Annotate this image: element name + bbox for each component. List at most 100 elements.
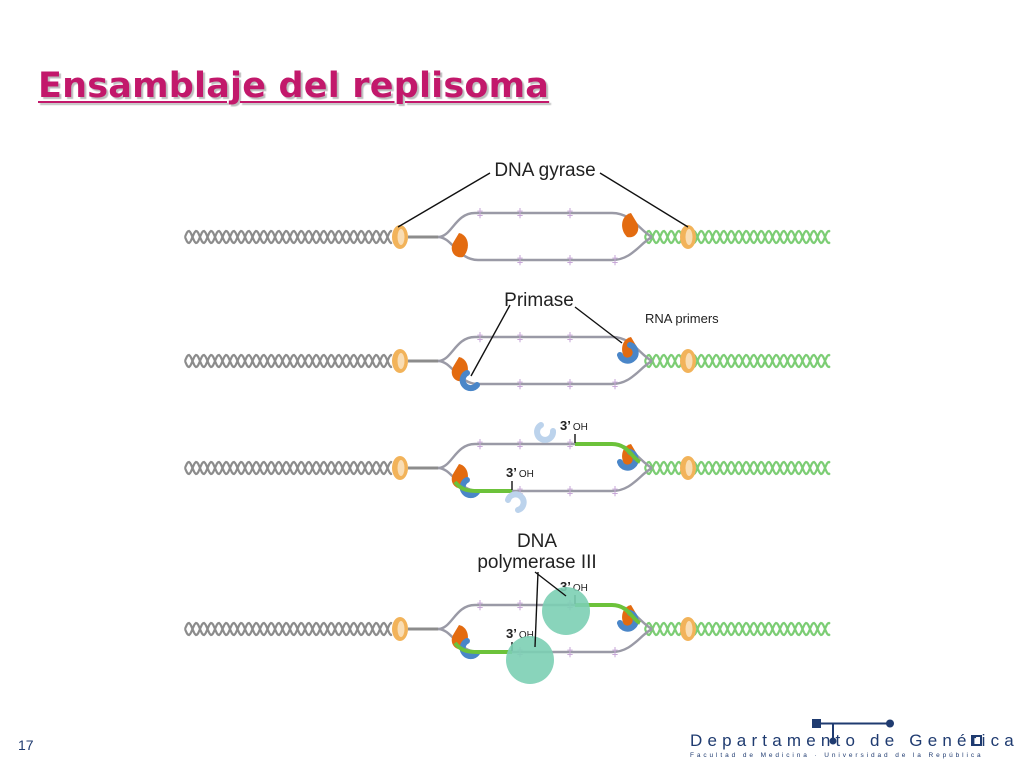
- helix-strand: [643, 353, 831, 369]
- primase-enzyme: [617, 342, 639, 364]
- primase-enzyme: [459, 477, 480, 499]
- gyrase-pointer-left: [397, 172, 491, 228]
- parental-dna-left: [183, 229, 393, 245]
- three-prime-oh-label: 3’OH: [506, 465, 534, 480]
- rna-primer-leading: [575, 603, 642, 625]
- replication-fork-row-1: ‡ ‡ ‡ ‡ ‡ ‡: [183, 206, 831, 267]
- department-logo: Departamento de Genética Facultad de Med…: [690, 712, 1014, 762]
- helix-strand: [643, 460, 831, 476]
- strand-marker: ‡: [612, 377, 618, 391]
- strand-marker: ‡: [517, 598, 523, 612]
- parental-dna-right: [643, 229, 831, 245]
- template-strand-top: [437, 442, 653, 470]
- dna-gyrase-core: [685, 621, 693, 637]
- helix-strand: [643, 229, 831, 245]
- strand-marker: ‡: [612, 484, 618, 498]
- dna-gyrase-core: [685, 353, 693, 369]
- released-primase: [505, 491, 527, 513]
- replication-fork-row-3: ‡‡‡‡‡‡3’OH3’OH: [183, 418, 831, 513]
- strand-marker: ‡: [567, 484, 573, 498]
- strand-marker: ‡: [517, 206, 523, 220]
- helix-strand: [643, 353, 831, 369]
- rna-primer-lagging: [453, 641, 512, 654]
- template-strand-top: [437, 335, 653, 363]
- three-prime: 3’: [506, 465, 517, 480]
- slide-title: Ensamblaje del replisoma: [38, 66, 550, 106]
- helix-strand: [183, 460, 393, 476]
- helix-strand: [643, 229, 831, 245]
- helix-strand: [183, 229, 393, 245]
- strand-marker: ‡: [612, 253, 618, 267]
- oh-group: OH: [519, 469, 534, 480]
- oh-group: OH: [519, 630, 534, 641]
- three-prime-oh-label: 3’OH: [506, 626, 534, 641]
- dna-gyrase-core: [685, 460, 693, 476]
- three-prime: 3’: [506, 626, 517, 641]
- polymerase-pointer-bottom: [534, 571, 539, 648]
- dna-gyrase-core: [397, 621, 405, 637]
- page-number: 17: [18, 737, 34, 753]
- template-strand-top: [437, 211, 653, 239]
- parental-dna-left: [183, 460, 393, 476]
- gyrase-pointer-right: [599, 172, 689, 228]
- template-strand-bottom: [437, 359, 653, 386]
- helix-strand: [183, 621, 393, 637]
- parental-dna-left: [183, 353, 393, 369]
- replication-fork-row-2: ‡ ‡ ‡ ‡ ‡ ‡: [183, 330, 831, 392]
- strand-marker: ‡: [517, 253, 523, 267]
- strand-marker: ‡: [567, 330, 573, 344]
- strand-marker: ‡: [517, 437, 523, 451]
- strand-marker: ‡: [477, 206, 483, 220]
- three-prime: 3’: [560, 418, 571, 433]
- primase-enzyme: [459, 638, 480, 660]
- parental-dna-right: [643, 460, 831, 476]
- dna-polymerase-iii: [506, 636, 554, 684]
- strand-marker: ‡: [567, 253, 573, 267]
- polymerase-pointer-top: [534, 571, 567, 597]
- rna-primers-label: RNA primers: [645, 311, 719, 326]
- three-prime-oh-label: 3’OH: [560, 579, 588, 594]
- rna-primer-lagging: [453, 480, 512, 493]
- logo-graphic: [812, 719, 982, 746]
- helix-strand: [643, 621, 831, 637]
- template-strand-bottom: [437, 235, 653, 262]
- three-prime-oh-label: 3’OH: [560, 418, 588, 433]
- dna-polymerase-label-line1: DNA: [517, 531, 557, 552]
- oh-group: OH: [573, 422, 588, 433]
- strand-marker: ‡: [567, 206, 573, 220]
- parental-dna-right: [643, 621, 831, 637]
- oh-group: OH: [573, 583, 588, 594]
- helix-strand: [183, 353, 393, 369]
- strand-marker: ‡: [567, 377, 573, 391]
- primase-pointer-left: [470, 304, 511, 377]
- helix-strand: [643, 621, 831, 637]
- rna-primer-leading: [575, 442, 642, 464]
- parental-dna-right: [643, 353, 831, 369]
- three-prime: 3’: [560, 579, 571, 594]
- strand-marker: ‡: [567, 437, 573, 451]
- primase-enzyme: [459, 370, 480, 392]
- replication-fork-row-4: ‡‡‡‡‡‡3’OH3’OH: [183, 579, 831, 684]
- released-primase: [534, 422, 557, 443]
- faculty-name: Facultad de Medicina · Universidad de la…: [690, 752, 984, 759]
- dna-gyrase-core: [685, 229, 693, 245]
- helicase: [451, 233, 468, 258]
- helicase: [622, 213, 639, 238]
- dna-gyrase-core: [397, 229, 405, 245]
- strand-marker: ‡: [477, 598, 483, 612]
- strand-marker: ‡: [517, 377, 523, 391]
- strand-marker: ‡: [517, 330, 523, 344]
- strand-marker: ‡: [612, 645, 618, 659]
- department-name: Departamento de Genética: [690, 731, 1019, 750]
- primase-pointer-right: [574, 306, 623, 344]
- strand-marker: ‡: [567, 645, 573, 659]
- helix-strand: [643, 460, 831, 476]
- dna-gyrase-label: DNA gyrase: [494, 160, 595, 181]
- parental-dna-left: [183, 621, 393, 637]
- strand-marker: ‡: [477, 330, 483, 344]
- dna-polymerase-iii: [542, 587, 590, 635]
- template-strand-bottom: [437, 466, 653, 493]
- primase-label: Primase: [504, 290, 574, 311]
- strand-marker: ‡: [477, 437, 483, 451]
